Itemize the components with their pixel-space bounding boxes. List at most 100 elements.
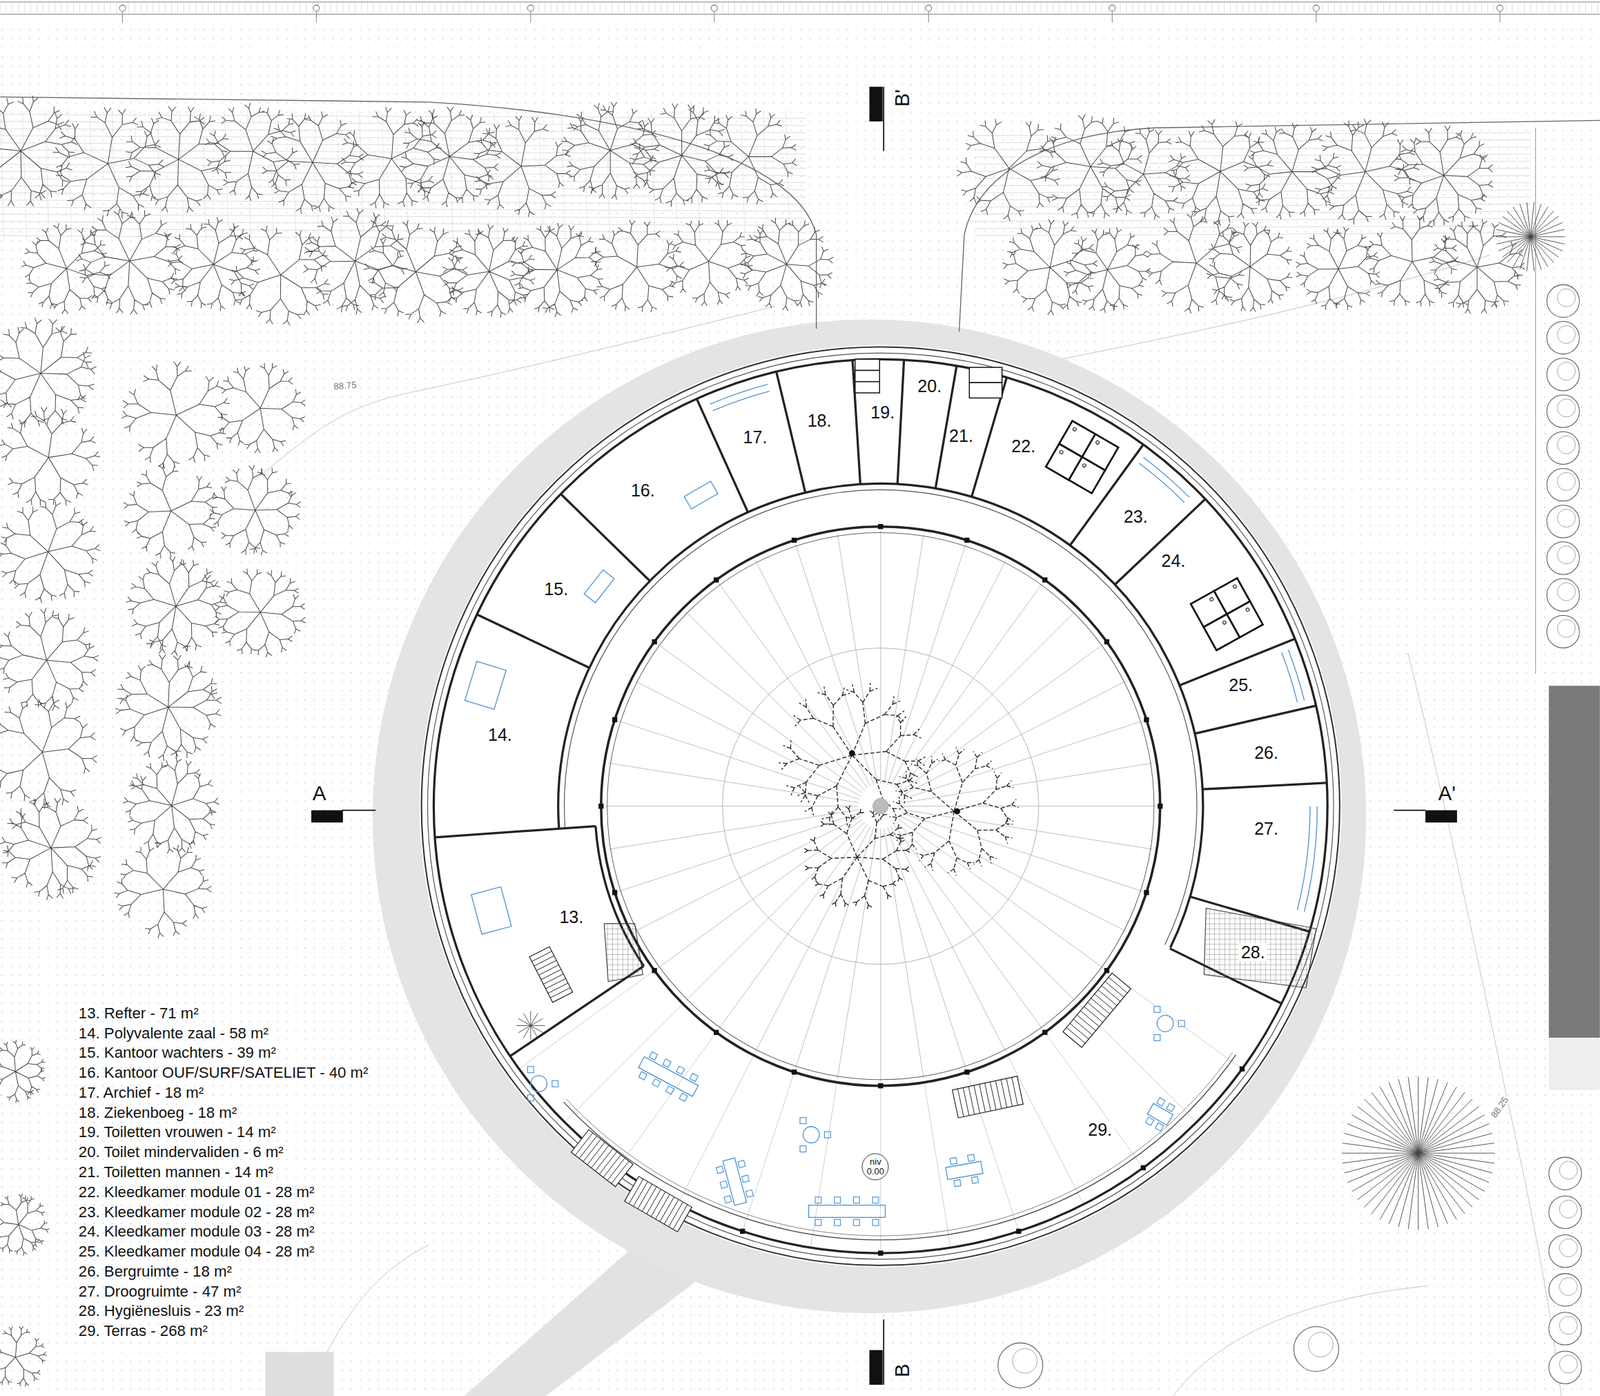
woodland-hatch [0,192,807,197]
shower-grid [1045,421,1119,494]
sanitary-cubicle [969,367,1002,383]
tree [1002,218,1098,315]
room-number: 27. [1252,819,1281,838]
fence [728,2,729,15]
woodland-hatch [974,189,1531,193]
tree [1394,125,1494,226]
woodland-hatch [381,110,386,241]
fence [1591,2,1592,15]
section-letter: A' [1438,782,1456,804]
room-number: 29. [1085,1120,1115,1139]
palm-tree [516,1011,545,1040]
stair [534,955,555,966]
fence [501,2,503,15]
column [651,639,657,645]
shrub [1559,1354,1578,1373]
tree [704,108,798,205]
stair [539,964,560,976]
tree-trunk [849,749,856,756]
tree [956,118,1061,221]
shrub [1546,541,1580,575]
woodland-hatch [718,110,723,241]
roof-spoke [722,648,1039,965]
fence [1497,4,1504,12]
woodland-hatch [0,110,1531,241]
wall [607,532,1155,1080]
fence [1266,2,1268,15]
stair [570,1129,633,1187]
wood-edge [1535,127,1536,674]
shrub [1557,545,1576,564]
fence [1426,2,1427,15]
fence [636,2,638,15]
terrace-table [953,1178,961,1186]
fence [991,2,992,15]
stair [628,1178,644,1204]
roof-spoke [893,824,1043,1030]
stair [624,1176,692,1232]
fence [563,2,564,15]
roof-spoke [880,828,881,1082]
fence [1218,2,1219,15]
shower-grid [1232,583,1237,589]
fence [1456,2,1458,15]
stair [1062,972,1131,1048]
fence [740,2,742,15]
tree [1206,221,1293,312]
tree [209,465,301,556]
terrace-table [689,1073,698,1082]
room-number: 19. [868,403,897,422]
shower-grid [1222,619,1227,624]
column [1140,1165,1146,1170]
fence [6,2,7,15]
fence [758,2,760,15]
stair [958,1088,965,1117]
fence [1401,2,1403,15]
fence [789,2,791,15]
fence [60,2,62,15]
hatched-floor [1203,907,1317,988]
fence [1566,2,1568,15]
shower-grid [1209,597,1214,602]
terrace-table [808,1205,886,1218]
fence [1297,2,1299,15]
fence [1554,2,1556,15]
woodland-hatch [426,110,431,241]
tree [1243,122,1342,220]
fence [801,2,803,15]
woodland-hatch [974,132,1531,136]
terrace-table [634,1049,702,1104]
fence [416,2,417,15]
fence [164,2,166,15]
shower-grid [1068,456,1105,493]
fence [1315,11,1317,23]
woodland-hatch [583,110,589,241]
woodland-hatch [224,110,229,241]
furniture [1288,649,1304,701]
tree [1168,119,1274,226]
shrub [1559,1161,1578,1179]
column [877,1250,883,1255]
shrub [1546,321,1580,355]
round-table [1154,1006,1161,1013]
woodland-hatch [449,110,454,241]
terrace-table [652,1078,661,1088]
woodland-hatch [0,135,807,141]
fence [1003,2,1005,15]
room-number: 14. [485,725,515,744]
roof-spoke [891,826,1006,1052]
fence [489,2,491,15]
neighbour-building [1548,685,1600,1090]
fence [928,11,930,23]
fence [1542,2,1544,15]
fence [807,2,809,15]
fence [911,2,913,15]
shrub [1546,615,1580,648]
shrub [1557,472,1576,491]
woodland-hatch [0,164,807,169]
woodland-hatch [67,110,72,241]
round-table [530,1075,548,1092]
fence [11,2,13,15]
fence [410,2,411,15]
tree [0,95,78,207]
